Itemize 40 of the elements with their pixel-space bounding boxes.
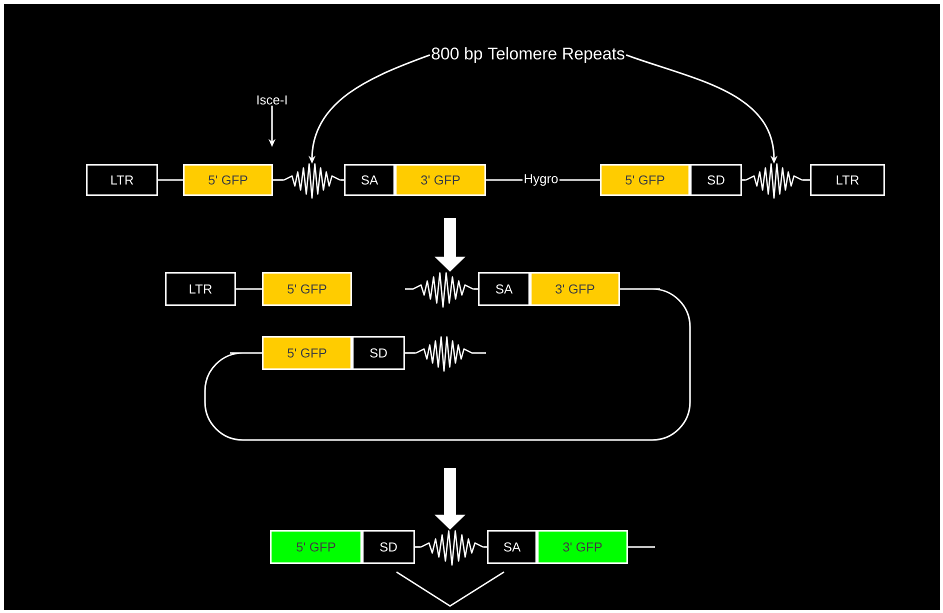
connector-line: [340, 179, 344, 181]
gene-segment-box: 3' GFP: [537, 530, 628, 564]
connector-line: [158, 179, 183, 181]
gene-label: Hygro: [524, 174, 558, 186]
gene-segment-box: SD: [690, 164, 742, 196]
gene-segment-box: LTR: [86, 164, 158, 196]
connector-line: [405, 352, 416, 354]
loop-line: [204, 288, 691, 441]
connector-line: [486, 179, 523, 181]
gene-segment-box: SA: [487, 530, 537, 564]
heading: 800 bp Telomere Repeats: [432, 47, 624, 63]
splice-line: [396, 571, 504, 607]
gene-segment-box: LTR: [165, 272, 236, 306]
gene-segment-box: 5' GFP: [600, 164, 690, 196]
gene-segment-box: 5' GFP: [262, 272, 352, 306]
zigzag-symbol: [420, 530, 484, 566]
connector-line: [473, 288, 478, 290]
gene-segment-box: 3' GFP: [530, 272, 620, 306]
connector-line: [742, 179, 746, 181]
zigzag-symbol: [284, 163, 340, 199]
gene-segment-box: 5' GFP: [183, 164, 273, 196]
connector-line: [415, 546, 421, 548]
connector-line: [483, 546, 487, 548]
connector-line: [802, 179, 810, 181]
gene-segment-box: SA: [478, 272, 530, 306]
connector-line: [559, 179, 600, 181]
gene-segment-box: LTR: [810, 164, 885, 196]
gene-segment-box: SD: [352, 336, 405, 370]
zigzag-symbol: [746, 163, 802, 199]
gene-label: Isce-I: [257, 95, 287, 105]
gene-segment-box: SD: [362, 530, 415, 564]
gene-segment-box: 5' GFP: [262, 336, 352, 370]
gene-segment-box: SA: [344, 164, 395, 196]
connector-line: [628, 546, 655, 548]
zigzag-symbol: [405, 272, 474, 308]
gene-segment-box: 3' GFP: [395, 164, 486, 196]
gene-segment-box: 5' GFP: [270, 530, 362, 564]
connector-line: [273, 179, 284, 181]
zigzag-symbol: [416, 336, 486, 372]
connector-line: [236, 288, 262, 290]
